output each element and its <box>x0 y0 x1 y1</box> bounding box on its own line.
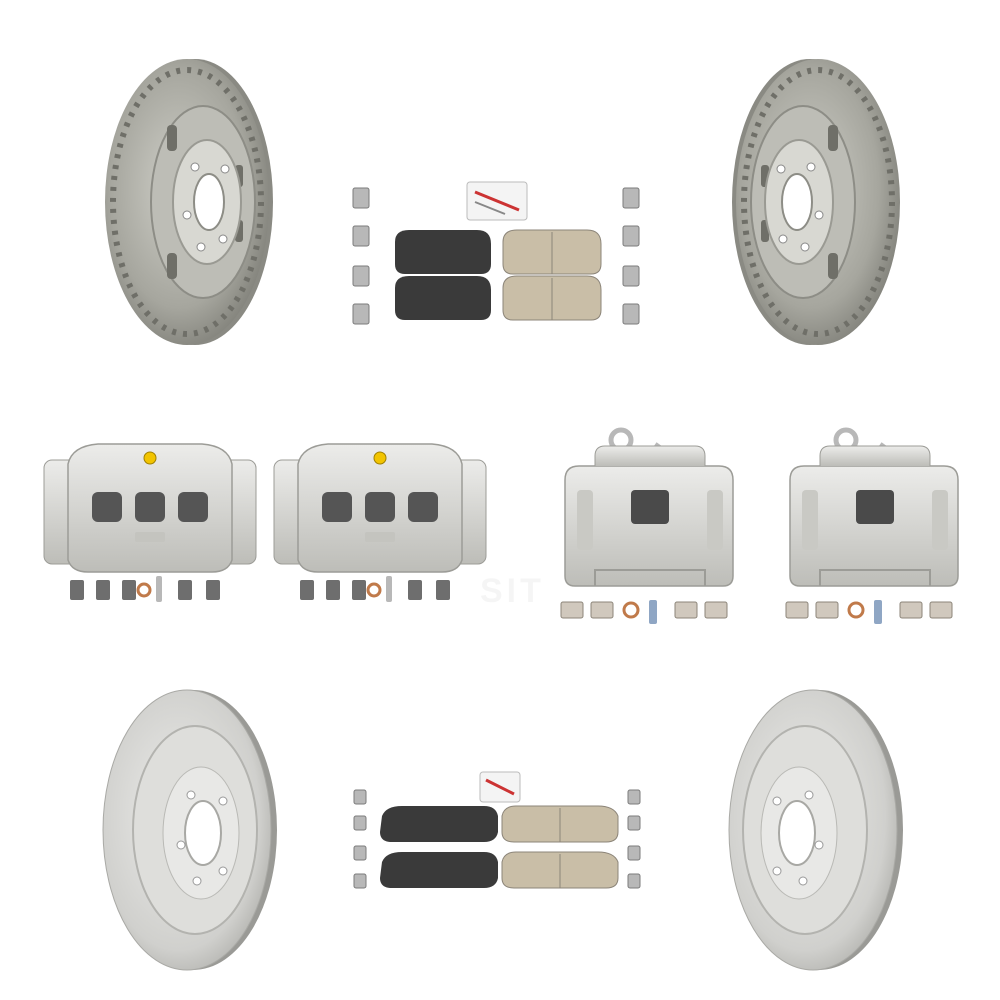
brake-rotor-icon <box>105 59 273 345</box>
brake-caliper-icon <box>785 427 959 624</box>
brake-caliper-icon <box>560 427 734 624</box>
rear-rotor-right <box>715 685 905 975</box>
brake-rotor-icon <box>728 689 903 971</box>
front-rotor-left <box>95 55 280 350</box>
brake-rotor-icon <box>732 59 900 345</box>
front-caliper-1 <box>40 440 260 610</box>
front-rotor-right <box>725 55 910 350</box>
brake-rotor-icon <box>102 689 277 971</box>
front-pads <box>345 180 650 340</box>
rear-pads <box>350 770 650 900</box>
rear-caliper-2 <box>780 420 970 630</box>
rear-caliper-1 <box>555 420 745 630</box>
brake-caliper-icon <box>43 443 257 602</box>
front-caliper-2 <box>270 440 490 610</box>
rear-rotor-left <box>95 685 285 975</box>
brake-caliper-icon <box>273 443 487 602</box>
brake-pad-icon <box>352 181 640 325</box>
brake-pad-icon <box>353 771 641 889</box>
